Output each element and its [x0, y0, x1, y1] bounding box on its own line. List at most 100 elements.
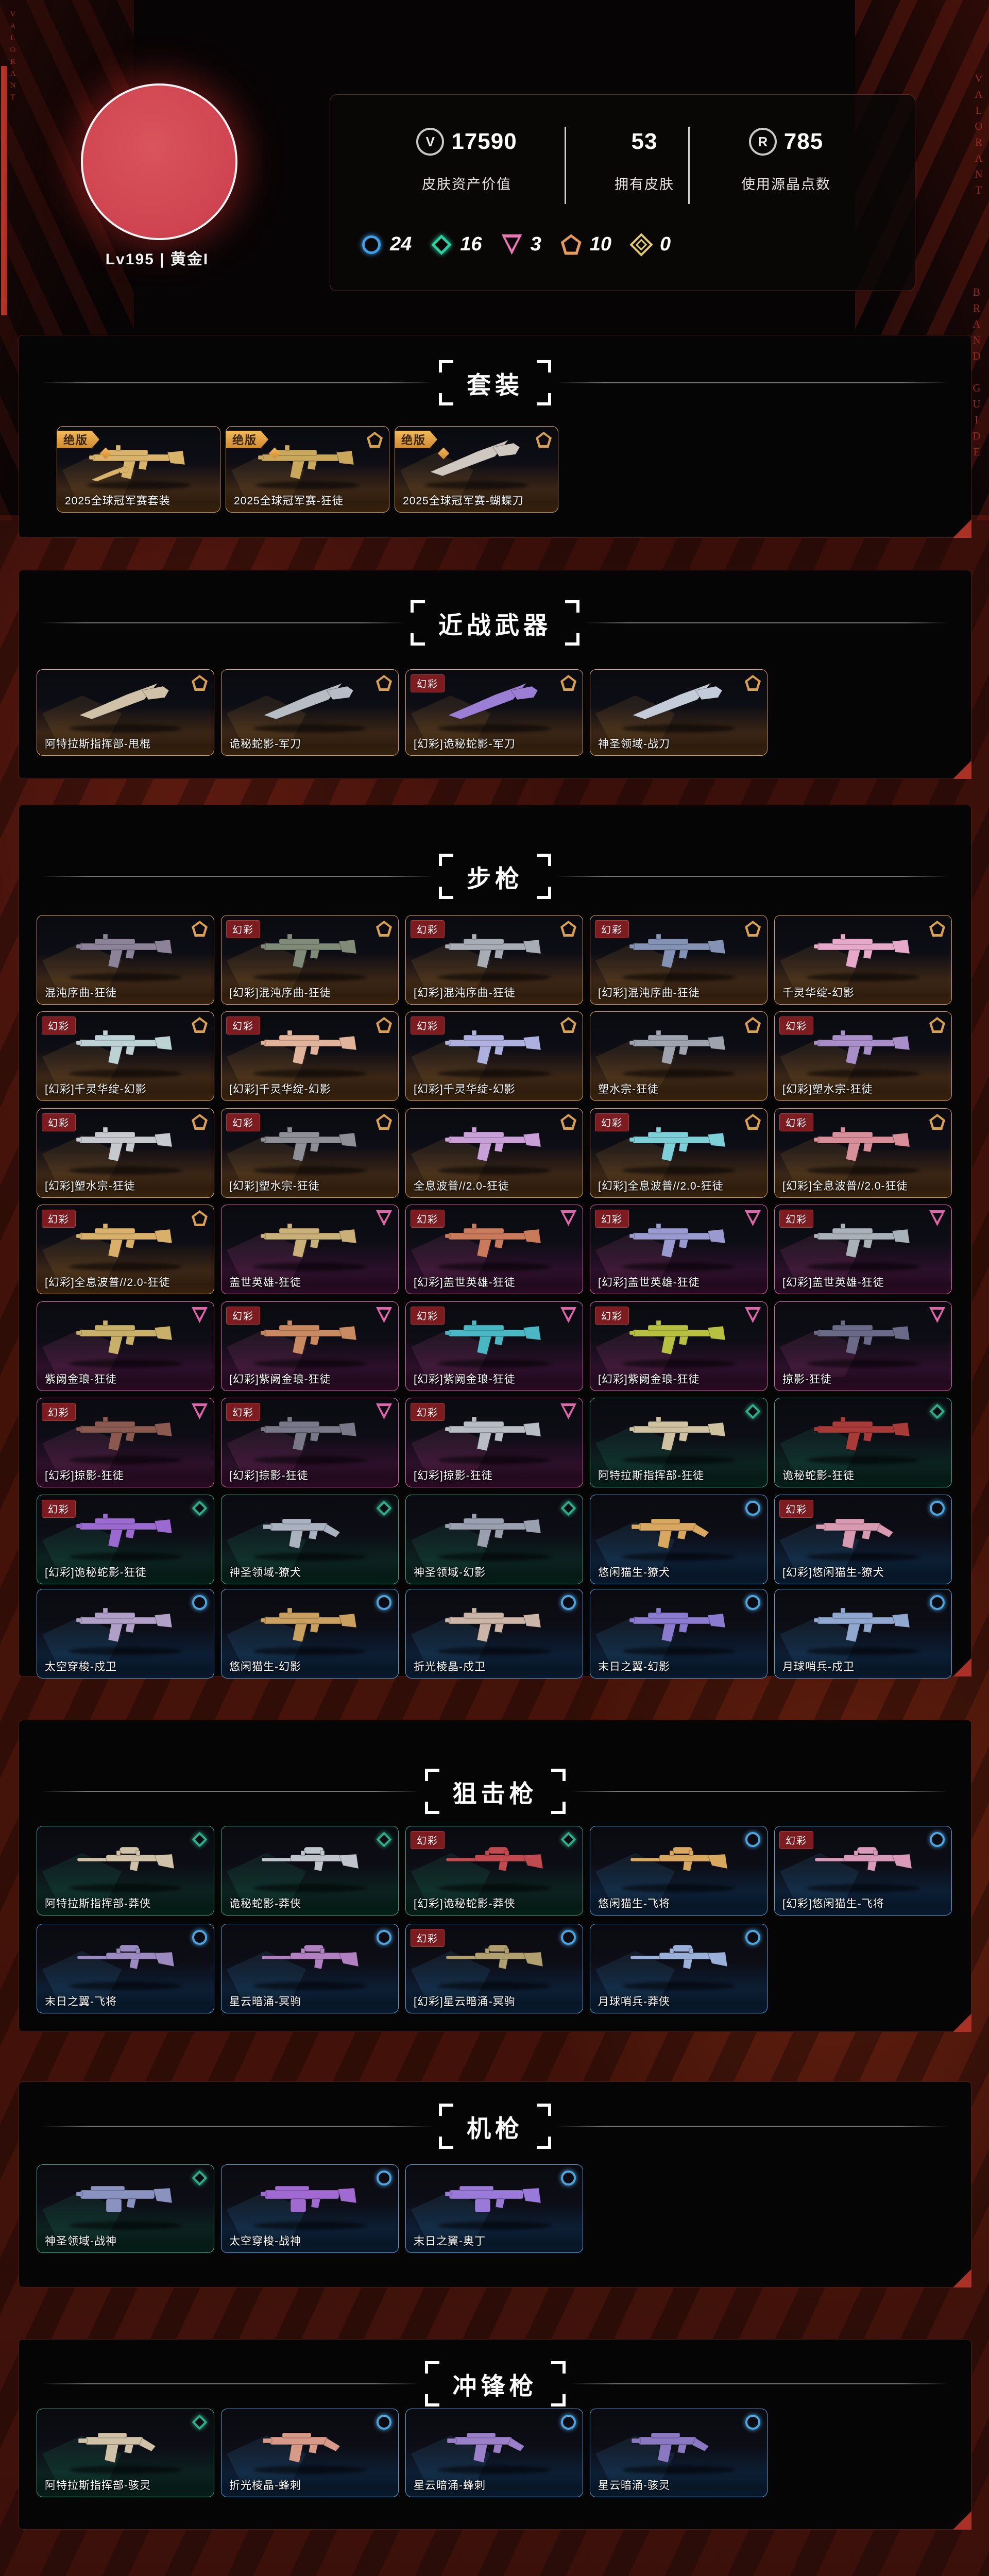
tier-count-double-diamond: 0 — [629, 232, 671, 257]
gun-shadow — [69, 2466, 182, 2474]
skin-card[interactable]: 幻彩[幻彩]全息波普//2.0-狂徒 — [590, 1108, 768, 1198]
skin-card[interactable]: 阿特拉斯指挥部-狂徒 — [590, 1398, 768, 1487]
skin-card[interactable]: 幻彩[幻彩]盖世英雄-狂徒 — [590, 1205, 768, 1294]
weapon-image — [76, 1416, 173, 1451]
skin-card[interactable]: 折光棱晶-戍卫 — [405, 1589, 583, 1679]
skin-card[interactable]: 幻彩[幻彩]全息波普//2.0-狂徒 — [774, 1108, 952, 1198]
skin-card[interactable]: 神圣领域-战刀 — [590, 669, 768, 756]
skin-name: [幻彩]悠闲猫生-獠犬 — [775, 1560, 951, 1584]
skin-card[interactable]: 星云暗涌-冥驹 — [221, 1924, 399, 2013]
skin-card[interactable]: 月球哨兵-莽侠 — [590, 1924, 768, 2013]
skin-card[interactable]: 太空穿梭-战神 — [221, 2164, 399, 2253]
skin-card[interactable]: 诡秘蛇影-莽侠 — [221, 1826, 399, 1916]
skin-name: 悠闲猫生-飞将 — [590, 1891, 767, 1915]
skin-name: [幻彩]诡秘蛇影-军刀 — [406, 732, 583, 755]
section-title: 冲锋枪 — [452, 2372, 538, 2400]
skin-card[interactable]: 太空穿梭-戍卫 — [37, 1589, 214, 1679]
skin-card[interactable]: 末日之翼-幻影 — [590, 1589, 768, 1679]
gun-shadow — [437, 1553, 551, 1561]
skin-card[interactable]: 神圣领域-獠犬 — [221, 1495, 399, 1584]
skin-card[interactable]: 幻彩[幻彩]诡秘蛇影-狂徒 — [37, 1495, 214, 1584]
title-line-left — [42, 1791, 420, 1792]
skin-card[interactable]: 神圣领域-战神 — [37, 2164, 214, 2253]
skin-card[interactable]: 末日之翼-奥丁 — [405, 2164, 583, 2253]
skin-card[interactable]: 诡秘蛇影-狂徒 — [774, 1398, 952, 1487]
weapon-image — [813, 1127, 910, 1162]
skin-card[interactable]: 月球哨兵-戍卫 — [774, 1589, 952, 1679]
skin-card[interactable]: 折光棱晶-蜂刺 — [221, 2409, 399, 2497]
tier-pentagon-icon — [929, 1114, 945, 1130]
tier-pentagon-icon — [192, 1017, 208, 1033]
gun-shadow — [253, 1456, 367, 1464]
skin-card[interactable]: 诡秘蛇影-军刀 — [221, 669, 399, 756]
skin-card[interactable]: 阿特拉斯指挥部-骇灵 — [37, 2409, 214, 2497]
skin-card[interactable]: 阿特拉斯指挥部-甩棍 — [37, 669, 214, 756]
skin-name: 神圣领域-幻影 — [406, 1560, 583, 1584]
skin-card[interactable]: 幻彩[幻彩]塑水宗-狂徒 — [774, 1011, 952, 1101]
skin-card[interactable]: 幻彩[幻彩]塑水宗-狂徒 — [37, 1108, 214, 1198]
skin-card[interactable]: 幻彩[幻彩]紫阙金琅-狂徒 — [405, 1301, 583, 1391]
stat-value: 17590 — [451, 129, 517, 154]
skin-card[interactable]: 幻彩[幻彩]掠影-狂徒 — [221, 1398, 399, 1487]
skin-card[interactable]: 幻彩[幻彩]诡秘蛇影-军刀 — [405, 669, 583, 756]
tier-triangle-icon — [192, 1403, 208, 1419]
bracket-left-icon — [424, 2359, 439, 2409]
section-melee: 近战武器阿特拉斯指挥部-甩棍诡秘蛇影-军刀幻彩[幻彩]诡秘蛇影-军刀神圣领域-战… — [19, 570, 971, 779]
skin-card[interactable]: 幻彩[幻彩]混沌序曲-狂徒 — [405, 915, 583, 1005]
skin-card[interactable]: 幻彩[幻彩]掠影-狂徒 — [405, 1398, 583, 1487]
skin-card[interactable]: 末日之翼-飞将 — [37, 1924, 214, 2013]
skin-card[interactable]: 神圣领域-幻影 — [405, 1495, 583, 1584]
skin-card[interactable]: 塑水宗-狂徒 — [590, 1011, 768, 1101]
skin-name: 阿特拉斯指挥部-甩棍 — [37, 732, 214, 755]
tier-circle-icon — [929, 1500, 945, 1516]
skin-card[interactable]: 星云暗涌-蜂刺 — [405, 2409, 583, 2497]
skin-card[interactable]: 幻彩[幻彩]盖世英雄-狂徒 — [774, 1205, 952, 1294]
skin-card[interactable]: 千灵华绽-幻影 — [774, 915, 952, 1005]
skin-card[interactable]: 盖世英雄-狂徒 — [221, 1205, 399, 1294]
skin-card[interactable]: 幻彩[幻彩]千灵华绽-幻影 — [405, 1011, 583, 1101]
skin-card[interactable]: 掠影-狂徒 — [774, 1301, 952, 1391]
skin-card[interactable]: 幻彩[幻彩]盖世英雄-狂徒 — [405, 1205, 583, 1294]
gun-shadow — [806, 1166, 920, 1175]
skin-card[interactable]: 混沌序曲-狂徒 — [37, 915, 214, 1005]
tier-circle-icon — [745, 2414, 761, 2430]
skin-card[interactable]: 悠闲猫生-飞将 — [590, 1826, 768, 1916]
skin-card[interactable]: 幻彩[幻彩]星云暗涌-冥驹 — [405, 1924, 583, 2013]
skin-card[interactable]: 幻彩[幻彩]紫阙金琅-狂徒 — [590, 1301, 768, 1391]
variant-badge: 幻彩 — [411, 1831, 445, 1849]
tier-pentagon-icon — [376, 1114, 392, 1130]
skin-card[interactable]: 幻彩[幻彩]千灵华绽-幻影 — [221, 1011, 399, 1101]
gun-shadow — [806, 1647, 920, 1655]
tier-diamond-icon — [192, 2170, 208, 2186]
variant-badge: 幻彩 — [42, 1500, 76, 1518]
skin-name: [幻彩]全息波普//2.0-狂徒 — [590, 1174, 767, 1197]
skin-card[interactable]: 幻彩[幻彩]混沌序曲-狂徒 — [590, 915, 768, 1005]
gun-shadow — [806, 1553, 920, 1561]
skin-card[interactable]: 幻彩[幻彩]全息波普//2.0-狂徒 — [37, 1205, 214, 1294]
variant-badge: 幻彩 — [226, 920, 261, 938]
weapon-image — [629, 1320, 726, 1355]
skin-card[interactable]: 阿特拉斯指挥部-莽侠 — [37, 1826, 214, 1916]
skin-card[interactable]: 幻彩[幻彩]紫阙金琅-狂徒 — [221, 1301, 399, 1391]
skin-card[interactable]: 幻彩[幻彩]混沌序曲-狂徒 — [221, 915, 399, 1005]
variant-badge: 幻彩 — [226, 1307, 261, 1325]
skin-card[interactable]: 幻彩[幻彩]千灵华绽-幻影 — [37, 1011, 214, 1101]
skin-card[interactable]: 幻彩[幻彩]悠闲猫生-獠犬 — [774, 1495, 952, 1584]
skin-card[interactable]: 紫阙金琅-狂徒 — [37, 1301, 214, 1391]
skin-card[interactable]: 幻彩[幻彩]掠影-狂徒 — [37, 1398, 214, 1487]
stat-divider — [565, 127, 566, 204]
skin-name: [幻彩]全息波普//2.0-狂徒 — [37, 1270, 214, 1294]
skin-card[interactable]: 幻彩[幻彩]塑水宗-狂徒 — [221, 1108, 399, 1198]
stat-value: 785 — [783, 129, 824, 154]
skin-card[interactable]: 星云暗涌-骇灵 — [590, 2409, 768, 2497]
skin-card[interactable]: 全息波普//2.0-狂徒 — [405, 1108, 583, 1198]
skin-card[interactable]: 幻彩[幻彩]悠闲猫生-飞将 — [774, 1826, 952, 1916]
tier-pentagon-icon — [536, 432, 552, 448]
skin-card[interactable]: 幻彩[幻彩]诡秘蛇影-莽侠 — [405, 1826, 583, 1916]
weapon-image — [261, 1944, 359, 1970]
skin-card[interactable]: 悠闲猫生-幻影 — [221, 1589, 399, 1679]
skin-card[interactable]: 悠闲猫生-獠犬 — [590, 1495, 768, 1584]
